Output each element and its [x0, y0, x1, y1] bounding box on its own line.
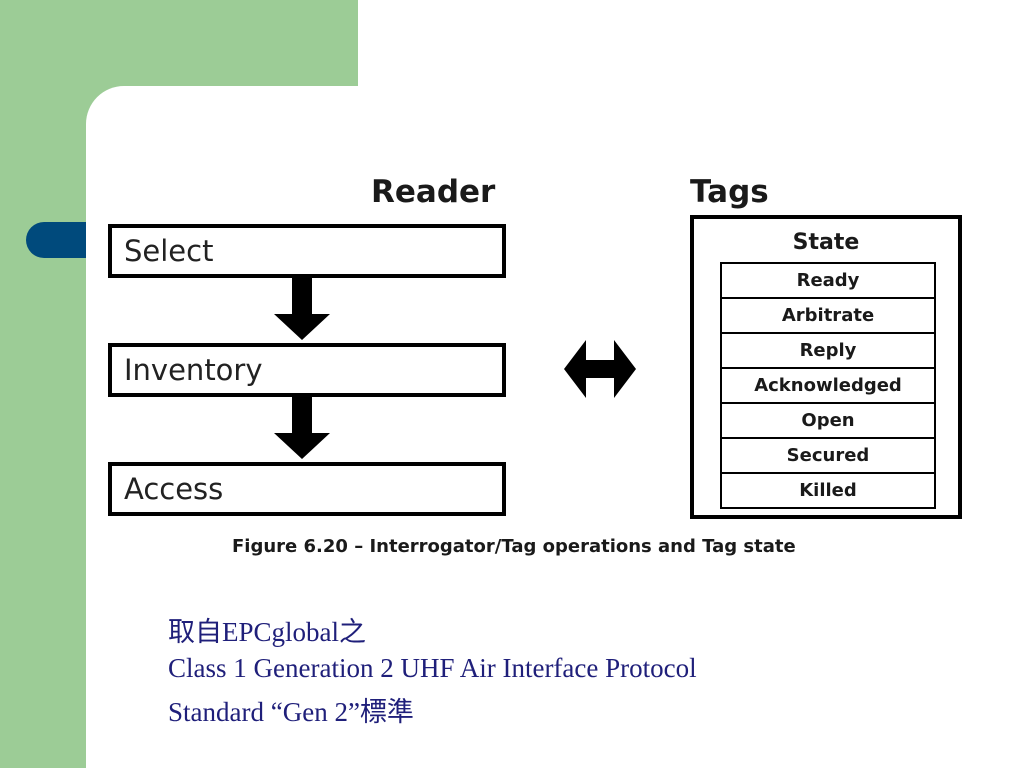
- reader-step-select: Select: [108, 224, 506, 278]
- source-line-3: Standard “Gen 2”標準: [168, 697, 414, 727]
- state-arbitrate: Arbitrate: [722, 299, 934, 334]
- state-secured: Secured: [722, 439, 934, 474]
- state-table: Ready Arbitrate Reply Acknowledged Open …: [720, 262, 936, 509]
- reader-step-access: Access: [108, 462, 506, 516]
- reader-step-label: Select: [124, 234, 214, 268]
- reader-step-label: Inventory: [124, 353, 263, 387]
- state-killed: Killed: [722, 474, 934, 509]
- state-ready: Ready: [722, 264, 934, 299]
- figure-caption: Figure 6.20 – Interrogator/Tag operation…: [232, 536, 796, 557]
- state-open: Open: [722, 404, 934, 439]
- reader-step-label: Access: [124, 472, 224, 506]
- down-arrow-icon: [274, 278, 330, 340]
- tags-heading: Tags: [690, 174, 769, 210]
- state-title: State: [792, 230, 860, 255]
- down-arrow-icon: [274, 397, 330, 459]
- reader-step-inventory: Inventory: [108, 343, 506, 397]
- bidirectional-arrow-icon: [564, 340, 636, 398]
- state-acknowledged: Acknowledged: [722, 369, 934, 404]
- source-line-2: Class 1 Generation 2 UHF Air Interface P…: [168, 653, 697, 683]
- reader-heading: Reader: [371, 174, 496, 210]
- state-reply: Reply: [722, 334, 934, 369]
- tags-state-box: State Ready Arbitrate Reply Acknowledged…: [690, 215, 962, 519]
- source-line-1: 取自EPCglobal之: [168, 617, 367, 647]
